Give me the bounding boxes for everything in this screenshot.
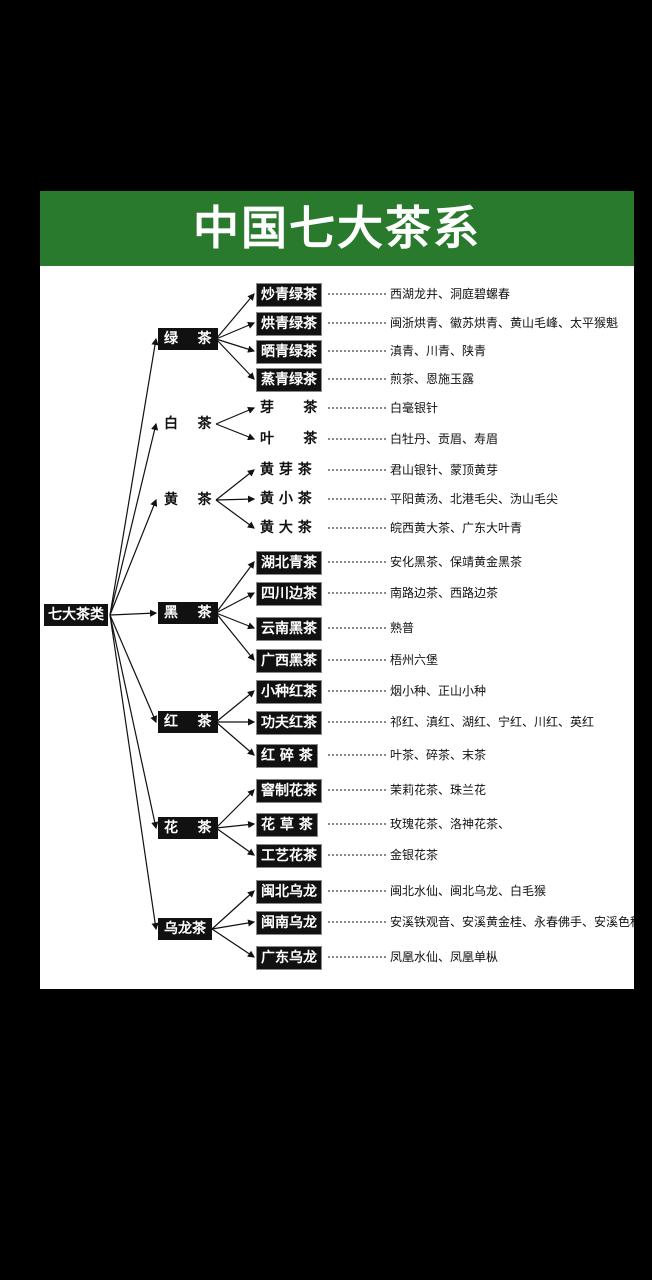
subcategory-node: 湖北青茶: [256, 551, 322, 575]
example-text: 煎茶、恩施玉露: [390, 372, 475, 386]
category-node: 白 茶: [164, 416, 212, 432]
example-text: 皖西黄大茶、广东大叶青: [390, 521, 523, 535]
subcategory-node: 蒸青绿茶: [256, 368, 322, 392]
example-text: 茉莉花茶、珠兰花: [390, 783, 487, 797]
example-text: 安溪铁观音、安溪黄金桂、永春佛手、安溪色种: [390, 915, 634, 929]
subcategory-node: 工艺花茶: [256, 844, 322, 868]
example-text: 玫瑰花茶、洛神花茶、: [390, 817, 511, 831]
category-node: 绿 茶: [158, 328, 218, 350]
category-node: 乌龙茶: [158, 918, 212, 940]
example-text: 烟小种、正山小种: [390, 684, 487, 698]
subcategory-node: 云南黑茶: [256, 617, 322, 641]
example-text: 闽浙烘青、徽苏烘青、黄山毛峰、太平猴魁: [390, 316, 619, 330]
subcategory-node: 广东乌龙: [256, 946, 322, 970]
subcategory-node: 闽北乌龙: [256, 880, 322, 904]
subcategory-node: 广西黑茶: [256, 649, 322, 673]
example-text: 白牡丹、贡眉、寿眉: [390, 432, 499, 446]
example-text: 梧州六堡: [390, 653, 439, 667]
subcategory-node: 黄 大 茶: [260, 520, 312, 536]
example-text: 君山银针、蒙顶黄芽: [390, 463, 499, 477]
subcategory-node: 烘青绿茶: [256, 312, 322, 336]
example-text: 凤凰水仙、凤凰单枞: [390, 950, 499, 964]
example-text: 熟普: [390, 621, 415, 635]
root-node: 七大茶类: [44, 604, 108, 626]
connector-lines: [109, 293, 388, 958]
subcategory-node: 炒青绿茶: [256, 283, 322, 307]
example-text: 西湖龙井、洞庭碧螺春: [390, 287, 511, 301]
subcategory-node: 叶 茶: [260, 431, 318, 447]
example-text: 闽北水仙、闽北乌龙、白毛猴: [390, 884, 547, 898]
category-node: 黄 茶: [164, 492, 212, 508]
example-text: 滇青、川青、陕青: [390, 344, 487, 358]
tea-diagram-card: 中国七大茶系 七大茶类 绿 茶 炒青绿茶 西湖龙井、洞庭碧螺春烘青绿茶 闽浙烘青、徽苏…: [40, 191, 634, 989]
subcategory-node: 功夫红茶: [256, 711, 322, 735]
subcategory-node: 小种红茶: [256, 680, 322, 704]
example-text: 金银花茶: [390, 848, 439, 862]
subcategory-node: 花 草 茶: [256, 813, 318, 837]
example-text: 安化黑茶、保靖黄金黑茶: [390, 555, 523, 569]
page-title: 中国七大茶系: [40, 191, 634, 266]
example-text: 叶茶、碎茶、末茶: [390, 748, 487, 762]
subcategory-node: 芽 茶: [260, 400, 318, 416]
example-text: 祁红、滇红、湖红、宁红、川红、英红: [390, 715, 595, 729]
subcategory-node: 红 碎 茶: [256, 744, 318, 768]
subcategory-node: 四川边茶: [256, 582, 322, 606]
category-node: 花 茶: [158, 817, 218, 839]
subcategory-node: 黄 芽 茶: [260, 462, 312, 478]
category-node: 黑 茶: [158, 602, 218, 624]
category-node: 红 茶: [158, 711, 218, 733]
example-text: 白毫银针: [390, 401, 439, 415]
subcategory-node: 闽南乌龙: [256, 911, 322, 935]
subcategory-node: 窨制花茶: [256, 779, 322, 803]
example-text: 平阳黄汤、北港毛尖、沩山毛尖: [390, 492, 559, 506]
subcategory-node: 晒青绿茶: [256, 340, 322, 364]
subcategory-node: 黄 小 茶: [260, 491, 312, 507]
example-text: 南路边茶、西路边茶: [390, 586, 499, 600]
